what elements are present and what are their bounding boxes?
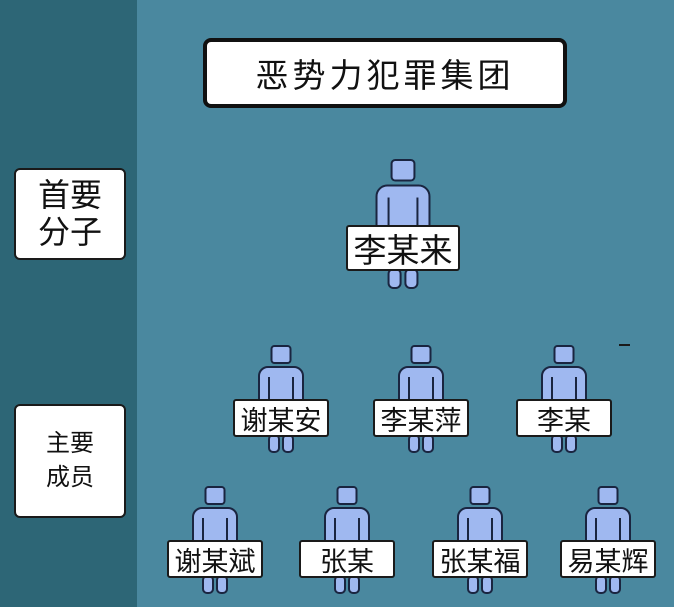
person-name: 谢某安 [233,399,329,437]
person-name: 易某辉 [560,540,656,578]
person-name: 谢某斌 [167,540,263,578]
person-name: 张某 [299,540,395,578]
stray-mark [619,344,630,346]
leader-tier-label: 首要 分子 [14,168,126,260]
person-name: 李某 [516,399,612,437]
person-name: 李某萍 [373,399,469,437]
members-tier-label: 主要 成员 [14,404,126,518]
person-icon [375,159,431,289]
person-node-member: 李某萍 [373,345,469,453]
person-node-member: 李某 [516,345,612,453]
person-node-member: 张某福 [432,486,528,594]
person-node-member: 谢某斌 [167,486,263,594]
org-title: 恶势力犯罪集团 [203,38,567,108]
person-name: 张某福 [432,540,528,578]
person-name: 李某来 [346,225,460,271]
person-node-leader: 李某来 [344,159,462,289]
person-node-member: 易某辉 [560,486,656,594]
person-node-member: 谢某安 [233,345,329,453]
person-node-member: 张某 [299,486,395,594]
